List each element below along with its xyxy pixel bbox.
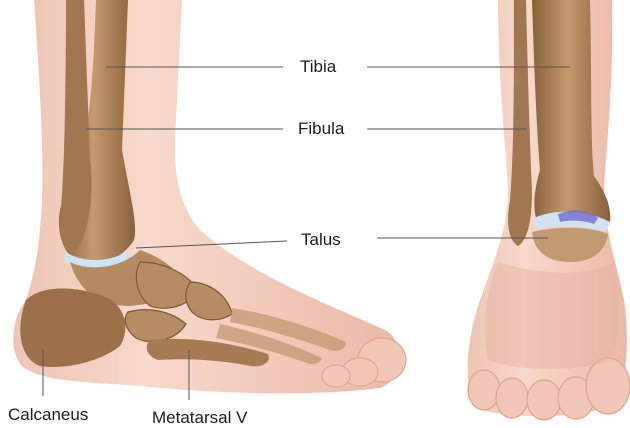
lateral-foot-view	[13, 0, 406, 393]
anterior-foot-shading	[485, 262, 618, 369]
metatarsal-v-label: Metatarsal V	[152, 409, 247, 426]
talus-label: Talus	[301, 231, 341, 248]
calcaneus-label: Calcaneus	[8, 406, 88, 423]
tibia-label: Tibia	[300, 58, 336, 75]
anterior-foot-view	[468, 0, 630, 420]
fibula-label: Fibula	[298, 120, 344, 137]
